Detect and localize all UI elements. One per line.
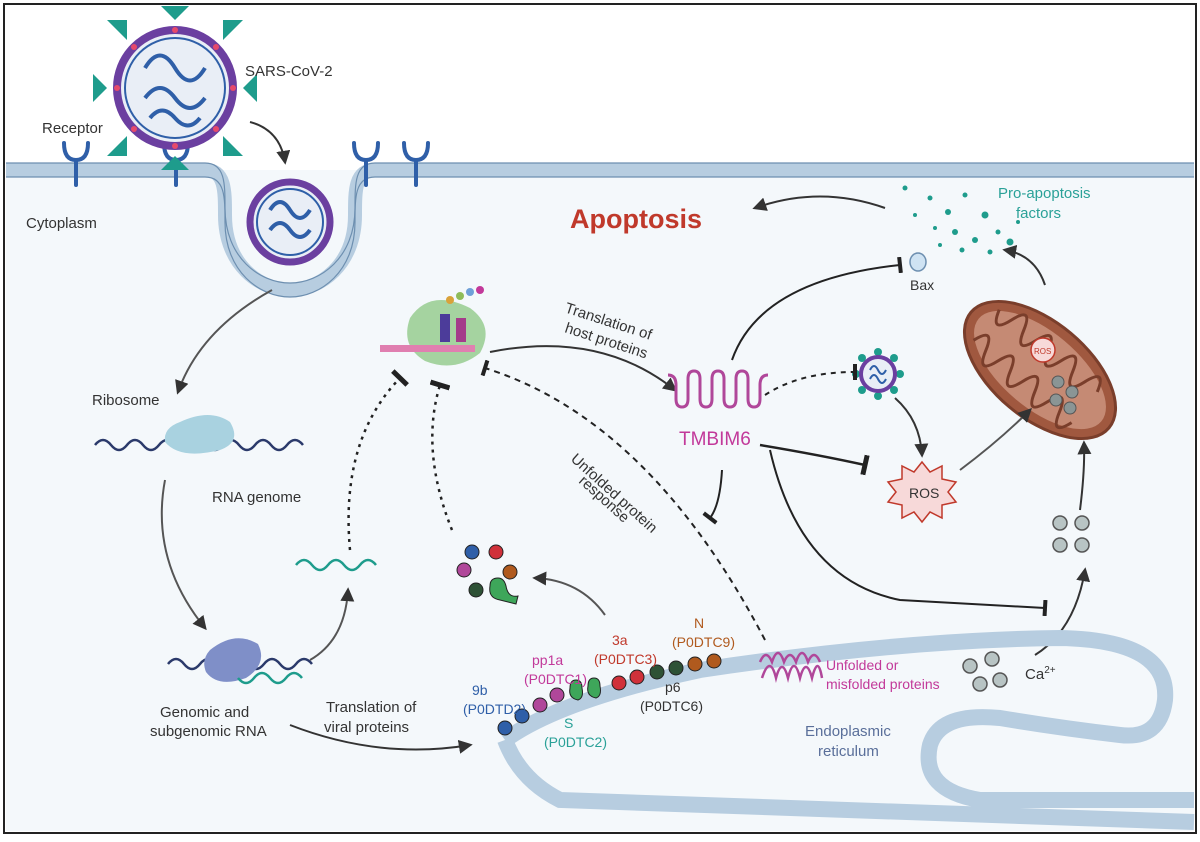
er-label-1: Endoplasmic	[805, 723, 891, 740]
apoptosis-label: Apoptosis	[570, 204, 702, 234]
bax-icon	[909, 252, 927, 272]
p9b-label-1: 9b	[472, 682, 488, 698]
receptor-icon	[402, 141, 430, 187]
mito-ros-label: ROS	[1034, 347, 1051, 356]
tmbim6-label: TMBIM6	[679, 429, 751, 450]
ros-label: ROS	[909, 485, 939, 501]
unfolded-label-2: misfolded proteins	[826, 676, 940, 692]
genomic-label-2: subgenomic RNA	[150, 723, 267, 740]
calcium-er-dots	[962, 651, 1008, 692]
bax-label: Bax	[910, 277, 934, 293]
unfolded-proteins-icon	[758, 651, 824, 683]
pro-apoptosis-dots	[902, 185, 1020, 255]
s-label-1: S	[564, 715, 573, 731]
translation-viral-label-1: Translation of	[326, 699, 417, 716]
ros-icon	[886, 460, 958, 524]
endocytosed-virus-icon	[246, 178, 334, 266]
mito-calcium-dots	[1049, 375, 1079, 415]
er-label-2: reticulum	[818, 743, 879, 760]
translation-viral-label-2: viral proteins	[324, 719, 409, 736]
ribosome-label: Ribosome	[92, 392, 160, 409]
calcium-cytoplasm-dots	[1052, 515, 1090, 553]
endoplasmic-reticulum	[497, 629, 1195, 830]
small-virus-icon	[852, 348, 904, 400]
pro-apoptosis-label-2: factors	[1016, 205, 1061, 222]
n-label-2: (P0DTC9)	[672, 634, 735, 650]
ribosome-rna-icon	[94, 415, 304, 454]
3a-label-2: (P0DTC3)	[594, 651, 657, 667]
receptor-label: Receptor	[42, 120, 103, 137]
pro-apoptosis-label-1: Pro-apoptosis	[998, 185, 1091, 202]
receptor-icon	[352, 141, 380, 187]
receptor-icon	[62, 141, 90, 187]
viral-protein-beads	[497, 653, 722, 736]
ca-label: Ca2+	[1025, 665, 1056, 683]
cell-membrane	[6, 162, 1194, 298]
mitochondrion-icon	[962, 299, 1118, 441]
p9b-label-2: (P0DTD2)	[463, 701, 526, 717]
virus-icon	[93, 6, 257, 170]
3a-label-1: 3a	[612, 632, 628, 648]
pp1a-label-1: pp1a	[532, 652, 563, 668]
tmbim6-icon	[667, 369, 769, 409]
n-label-1: N	[694, 615, 704, 631]
genomic-label-1: Genomic and	[160, 704, 249, 721]
rna-genome-label: RNA genome	[212, 489, 301, 506]
mito-ros-icon: ROS	[1030, 337, 1056, 363]
host-ribosome-icon	[380, 286, 486, 366]
cytoplasm-label: Cytoplasm	[26, 215, 97, 232]
genomic-rna-icon	[167, 638, 313, 685]
virus-label: SARS-CoV-2	[245, 63, 333, 80]
released-proteins-icon	[456, 544, 519, 605]
unfolded-label-1: Unfolded or	[826, 657, 899, 673]
p6-label-2: (P0DTC6)	[640, 698, 703, 714]
p6-label-1: p6	[665, 679, 681, 695]
pp1a-label-2: (P0DTC1)	[524, 671, 587, 687]
subgenomic-rna-icon	[295, 558, 377, 572]
s-label-2: (P0DTC2)	[544, 734, 607, 750]
